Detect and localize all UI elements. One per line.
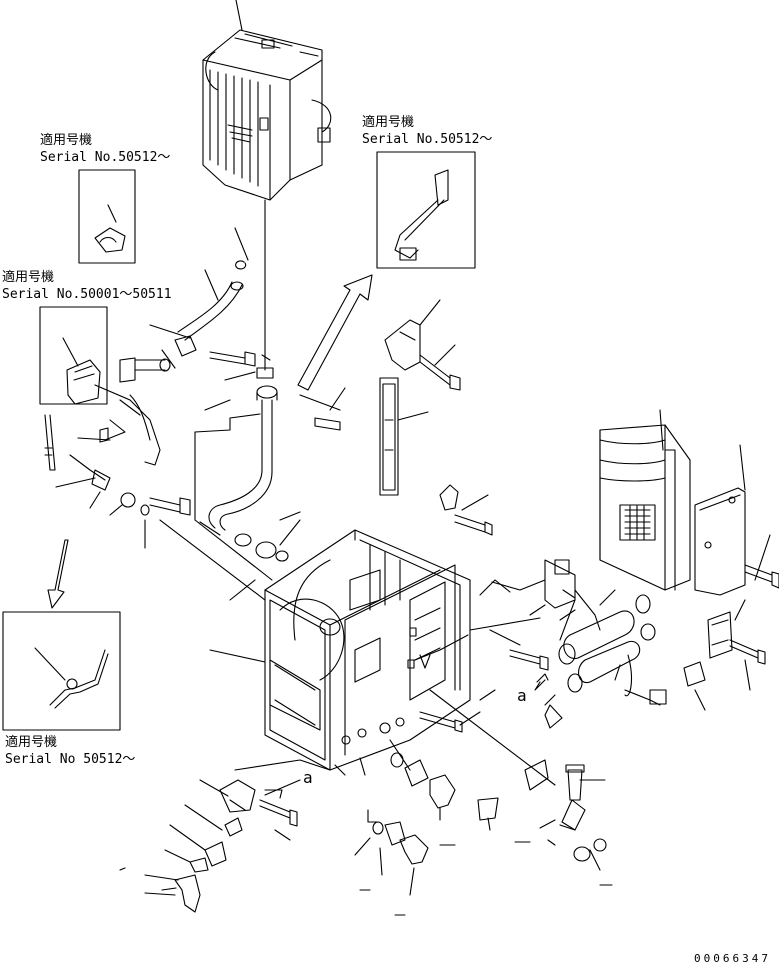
heater-core [203,0,331,200]
coupler-icon [95,205,125,252]
ducts-right [559,590,666,705]
serial-note-top-left-jp: 適用号機 [40,133,93,148]
serial-note-mid-left-serial: Serial No.50001～50511 [2,287,172,302]
leaders-upper-left [56,325,190,548]
mount-bracket [385,300,460,390]
hose-upper [175,228,248,356]
serial-note-top-right-serial: Serial No.50512～ [362,132,493,147]
tube-icon [35,648,108,708]
sensor-clip [257,200,273,378]
support-strip [380,378,428,495]
serial-note-top-right-jp: 適用号機 [362,115,415,130]
leaders-left-box [210,512,300,662]
note-box-bottom-left [3,612,120,730]
clip-bolt [440,485,492,535]
bracket-icon [63,338,100,404]
front-cover [600,410,690,590]
ref-mark-a-upper: a [517,686,527,705]
actuator-parts [480,560,600,630]
leaders-right-box [415,635,495,700]
serial-note-bottom-left-jp: 適用号機 [5,735,58,750]
bolt-upper [210,352,255,366]
bolts-mid [420,630,562,732]
leaders-upper-mid [280,388,345,545]
note-box-mid-left [40,307,107,404]
pipe-icon [395,170,448,260]
lower-mid-hardware [355,753,612,915]
note-box-top-left [79,170,135,263]
arrow-a-lower [265,780,300,795]
drawing-code: 00066347 [694,952,771,965]
hose-middle [195,386,288,561]
tick-mark [120,868,125,870]
serial-note-top-left-serial: Serial No.50512～ [40,150,171,165]
lower-left-hardware [145,760,330,912]
arrow-up [298,275,372,390]
leaders-mid [205,372,255,410]
serial-note-bottom-left-serial: Serial No 50512～ [5,752,136,767]
lower-right-hardware [525,760,606,870]
side-bracket [695,445,779,595]
heater-box-frame [265,530,470,775]
note-box-top-right [377,152,475,268]
arrow-down [48,540,68,608]
ref-mark-a-lower: a [303,768,313,787]
pad-pieces [684,600,765,710]
pipe-fittings-left [45,358,190,515]
arrow-a-upper [537,674,548,682]
assembly-lines [160,520,555,785]
serial-note-mid-left-jp: 適用号機 [2,270,55,285]
